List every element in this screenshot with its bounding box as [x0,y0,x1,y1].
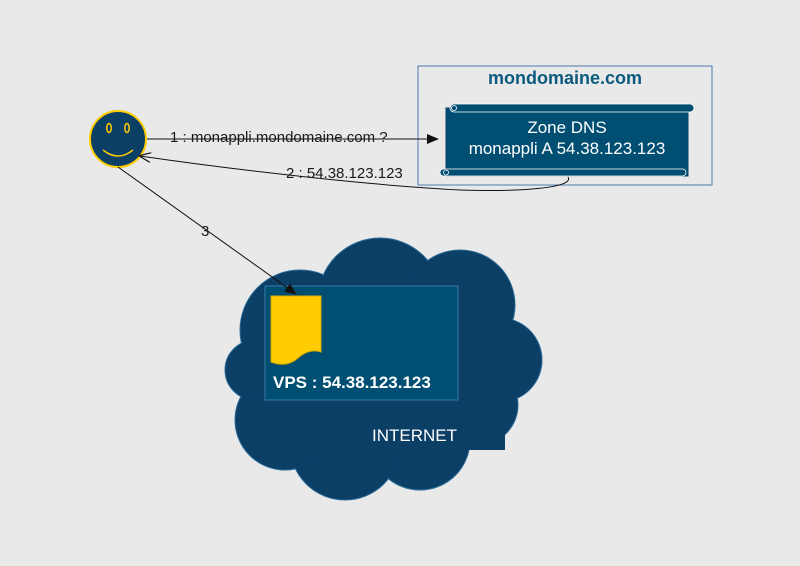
domain-container [417,65,713,186]
zone-title: Zone DNS [527,118,607,137]
domain-title: mondomaine.com [487,68,643,88]
document-icon [270,295,322,365]
dns-zone-scroll [439,103,695,177]
step2-label: 2 : 54.38.123.123 [286,165,403,182]
vps-label: VPS : 54.38.123.123 [273,373,431,392]
step3-label: 3 [201,223,210,240]
arrow-connect [117,166,297,295]
internet-label: INTERNET [372,426,457,445]
zone-record: monappli A 54.38.123.123 [468,139,666,158]
smiley-face-icon [89,110,147,168]
arrow-response [140,156,569,191]
step1-label: 1 : monappli.mondomaine.com ? [170,129,388,146]
